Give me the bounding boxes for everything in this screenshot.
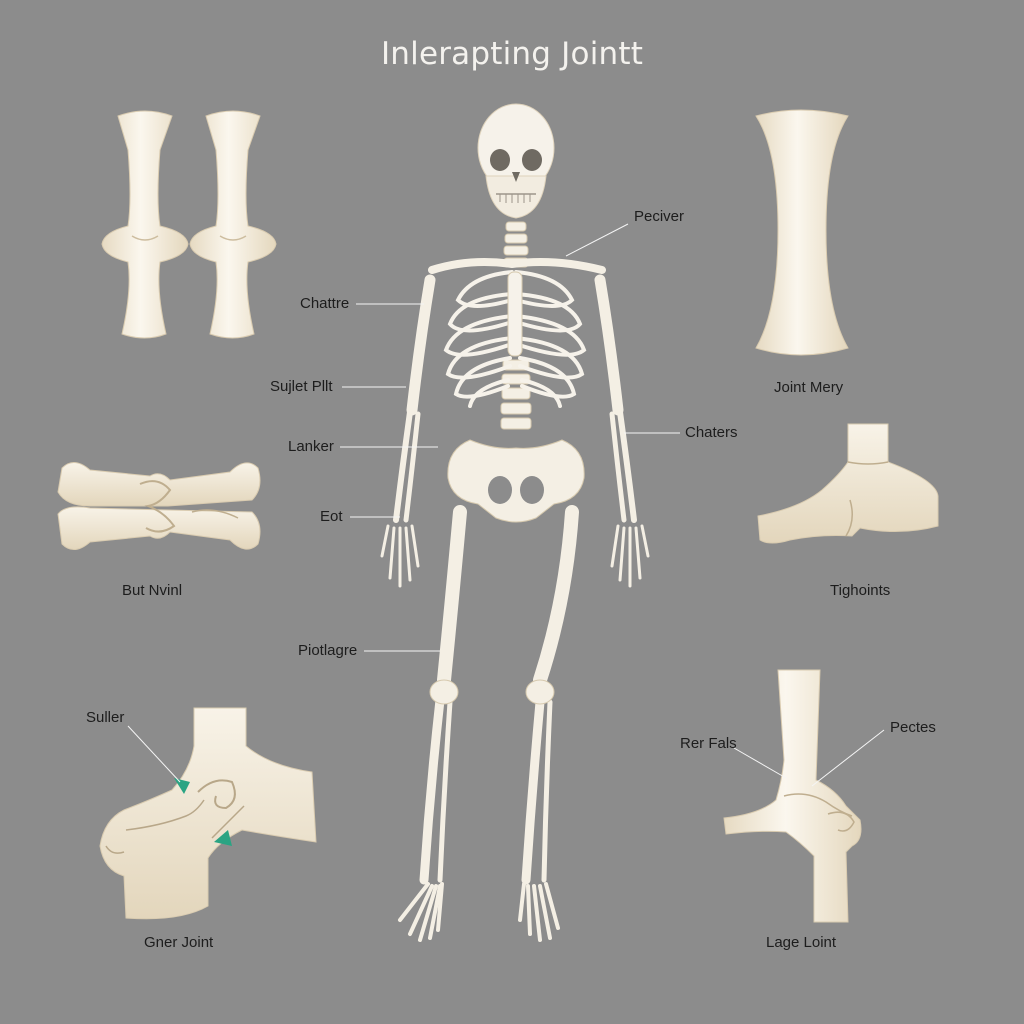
label-lage-loint: Lage Loint	[766, 934, 837, 951]
tighoints-joint	[757, 423, 939, 544]
label-tighoints: Tighoints	[830, 582, 891, 599]
lage-loint-bones	[723, 669, 862, 923]
double-bone-right	[189, 110, 277, 339]
pelvis	[447, 439, 585, 523]
label-piotlagre: Piotlagre	[298, 642, 358, 659]
kneecap	[525, 679, 555, 705]
arms	[393, 274, 637, 523]
diagram-title: Inlerapting Jointt	[380, 36, 644, 72]
clavicle	[428, 258, 606, 274]
label-pectes: Pectes	[890, 719, 936, 736]
skull	[477, 103, 555, 219]
label-rer-fals: Rer Fals	[680, 735, 737, 752]
label-eot: Eot	[320, 508, 343, 525]
label-peciver: Peciver	[634, 208, 685, 225]
kneecap	[429, 679, 459, 705]
label-joint-mery: Joint Mery	[774, 379, 844, 396]
arrow-icon	[214, 830, 232, 846]
label-chaters: Chaters	[685, 424, 738, 441]
label-sujlet-pllt: Sujlet Pllt	[270, 378, 333, 395]
leader-lines	[127, 223, 885, 787]
label-but-nvinl: But Nvinl	[122, 582, 183, 599]
skeleton	[380, 103, 650, 942]
butt-joint-bones	[57, 462, 261, 550]
label-suller: Suller	[86, 709, 125, 726]
arrow-icon	[174, 778, 190, 794]
label-gner-joint: Gner Joint	[144, 934, 214, 951]
gner-joint-bones	[99, 707, 317, 920]
label-chattre: Chattre	[300, 295, 350, 312]
label-lanker: Lanker	[288, 438, 334, 455]
legs	[419, 505, 579, 885]
double-bone-left	[101, 110, 189, 339]
feet	[398, 882, 560, 942]
ribcage	[443, 270, 587, 408]
long-bone	[755, 109, 849, 356]
hands	[380, 524, 650, 588]
